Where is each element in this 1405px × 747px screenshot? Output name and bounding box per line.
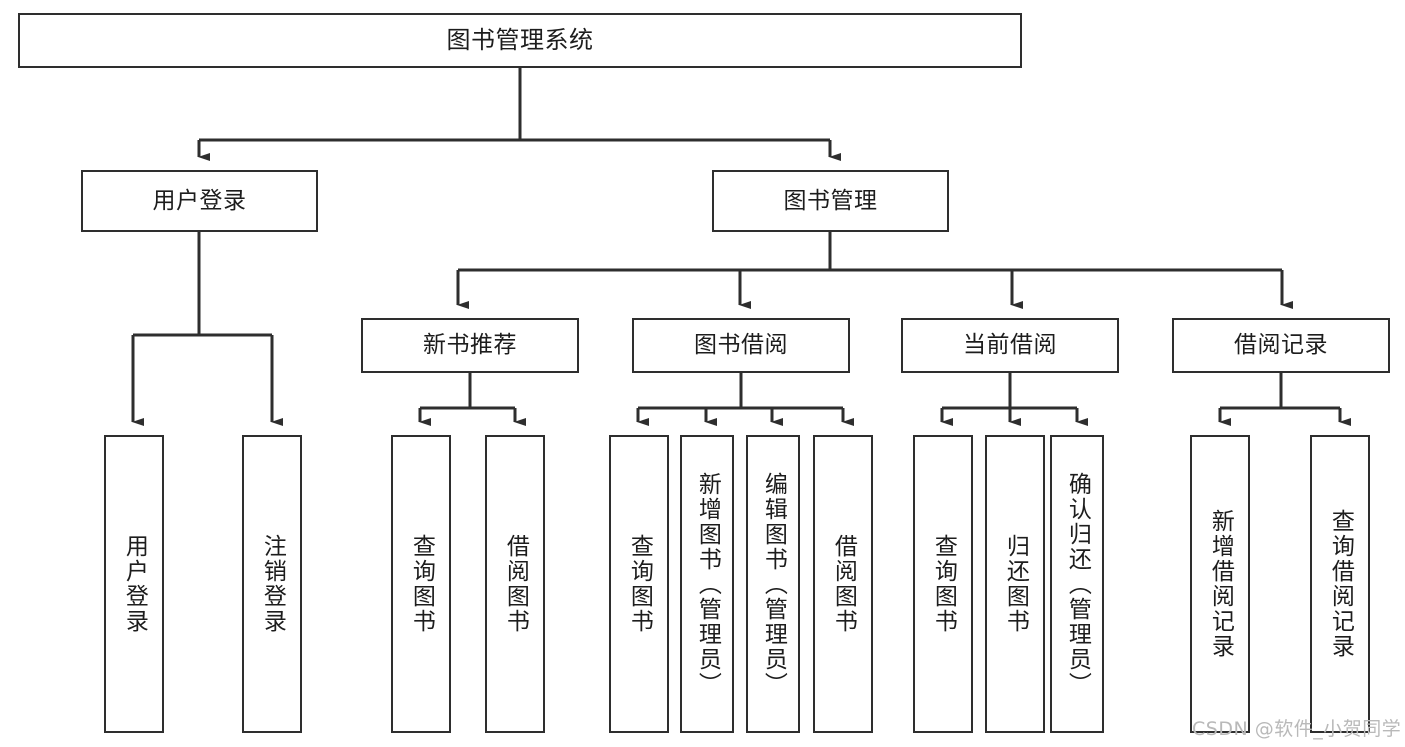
leaf-query-borrow-record[interactable]: 查询借阅记录 xyxy=(1310,435,1370,733)
node-label: 注销登录 xyxy=(259,534,286,634)
node-label: 用户登录 xyxy=(121,534,148,634)
node-label: 借阅图书 xyxy=(830,534,857,634)
node-label: 借阅图书 xyxy=(502,534,529,634)
node-label: 确认归还（管理员） xyxy=(1064,471,1091,697)
node-label: 图书管理 xyxy=(783,187,878,214)
node-root-system[interactable]: 图书管理系统 xyxy=(18,13,1022,68)
node-label: 查询图书 xyxy=(626,534,653,634)
leaf-edit-book-admin[interactable]: 编辑图书（管理员） xyxy=(746,435,800,733)
node-book-borrowing[interactable]: 图书借阅 xyxy=(632,318,850,373)
node-label: 图书管理系统 xyxy=(446,25,594,54)
node-label: 图书借阅 xyxy=(694,332,788,359)
node-label: 新增图书（管理员） xyxy=(694,471,721,697)
node-label: 查询图书 xyxy=(930,534,957,634)
node-label: 当前借阅 xyxy=(963,332,1057,359)
leaf-borrow-book-recommendation[interactable]: 借阅图书 xyxy=(485,435,545,733)
leaf-query-book-recommendation[interactable]: 查询图书 xyxy=(391,435,451,733)
leaf-query-book-current[interactable]: 查询图书 xyxy=(913,435,973,733)
leaf-user-logout[interactable]: 注销登录 xyxy=(242,435,302,733)
node-current-borrowing[interactable]: 当前借阅 xyxy=(901,318,1119,373)
leaf-return-book[interactable]: 归还图书 xyxy=(985,435,1045,733)
node-label: 查询借阅记录 xyxy=(1327,509,1354,659)
node-label: 编辑图书（管理员） xyxy=(760,471,787,697)
leaf-borrow-book-borrowing[interactable]: 借阅图书 xyxy=(813,435,873,733)
watermark-text: CSDN @软件_小贺同学 xyxy=(1192,718,1402,740)
node-label: 用户登录 xyxy=(152,187,247,214)
node-label: 查询图书 xyxy=(408,534,435,634)
node-label: 借阅记录 xyxy=(1234,332,1328,359)
leaf-user-login[interactable]: 用户登录 xyxy=(104,435,164,733)
node-borrowing-record[interactable]: 借阅记录 xyxy=(1172,318,1390,373)
node-label: 新增借阅记录 xyxy=(1207,509,1234,659)
node-user-login[interactable]: 用户登录 xyxy=(81,170,318,232)
node-new-book-recommendation[interactable]: 新书推荐 xyxy=(361,318,579,373)
leaf-confirm-return-admin[interactable]: 确认归还（管理员） xyxy=(1050,435,1104,733)
node-label: 归还图书 xyxy=(1002,534,1029,634)
node-book-management[interactable]: 图书管理 xyxy=(712,170,949,232)
leaf-add-borrow-record[interactable]: 新增借阅记录 xyxy=(1190,435,1250,733)
leaf-query-book-borrowing[interactable]: 查询图书 xyxy=(609,435,669,733)
node-label: 新书推荐 xyxy=(423,332,517,359)
leaf-add-book-admin[interactable]: 新增图书（管理员） xyxy=(680,435,734,733)
